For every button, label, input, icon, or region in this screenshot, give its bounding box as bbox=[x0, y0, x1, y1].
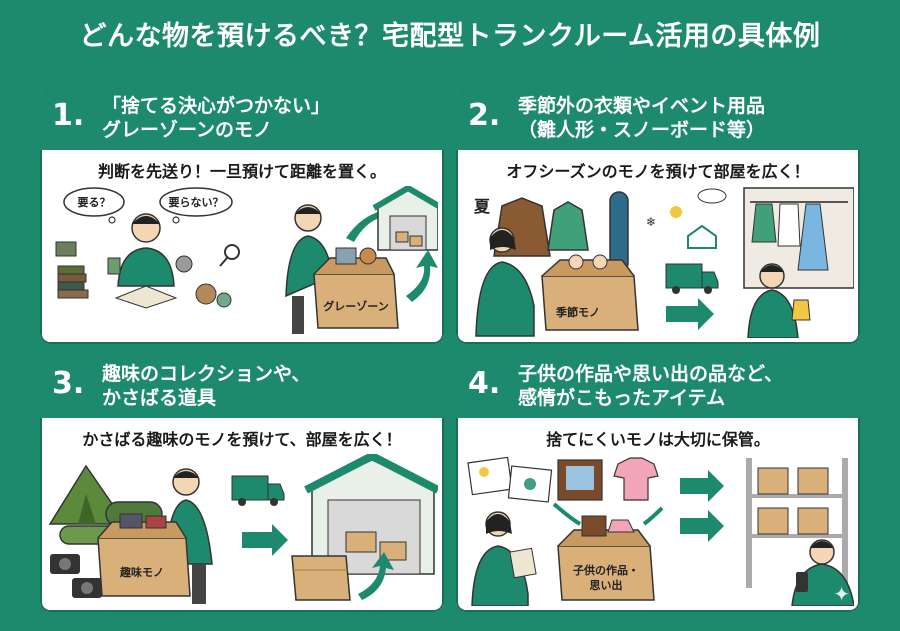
card-title-line2: （雛人形・スノーボード等） bbox=[518, 119, 766, 141]
arrow-up-icon bbox=[406, 250, 438, 302]
warehouse-icon bbox=[304, 454, 438, 575]
card-header: 4. 子供の作品や思い出の品など、 感情がこもったアイテム bbox=[456, 354, 860, 418]
card-header: 3. 趣味のコレクションや、 かさばる道具 bbox=[40, 354, 444, 418]
baby-clothes-icon bbox=[613, 457, 659, 501]
card-title-line1: 子供の作品や思い出の品など、 bbox=[518, 363, 784, 385]
hobby-box-label: 趣味モノ bbox=[119, 565, 164, 579]
card-title: 「捨てる決心がつかない」 グレーゾーンのモノ bbox=[102, 94, 434, 142]
seasonal-box-icon: 季節モノ bbox=[541, 254, 639, 331]
memories-illustration: 子供の作品・ 思い出 bbox=[467, 456, 854, 606]
woman-person-icon bbox=[475, 227, 535, 337]
gray-zone-illustration: 要る？ 要らない？ bbox=[55, 186, 438, 334]
card-title-line1: 趣味のコレクションや、 bbox=[102, 363, 311, 385]
arrow-into-box-icon-2 bbox=[642, 506, 664, 526]
gray-zone-box-label: グレーゾーン bbox=[323, 299, 388, 313]
card-title: 季節外の衣類やイベント用品 （雛人形・スノーボード等） bbox=[518, 94, 850, 142]
season-label: 夏 bbox=[473, 197, 491, 216]
card-title: 趣味のコレクションや、 かさばる道具 bbox=[102, 362, 434, 410]
card-number: 1. bbox=[52, 98, 85, 133]
delivery-truck-icon bbox=[665, 263, 719, 294]
delivery-truck-icon bbox=[231, 475, 285, 506]
page-title: どんな物を預けるべき？宅配型トランクルーム活用の具体例 bbox=[79, 21, 821, 52]
thinking-person-icon bbox=[107, 213, 193, 287]
card-hobby: 3. 趣味のコレクションや、 かさばる道具 かさばる趣味のモノを預けて、部屋を広… bbox=[40, 354, 444, 612]
arrow-right-icon bbox=[680, 470, 724, 502]
card-gray-zone: 1. 「捨てる決心がつかない」 グレーゾーンのモノ 判断を先送り！一旦預けて距離… bbox=[40, 86, 444, 344]
hobby-box-icon: 趣味モノ bbox=[97, 513, 191, 597]
arrow-up-icon bbox=[358, 552, 394, 600]
warehouse-icon bbox=[372, 186, 438, 251]
person-at-closet-icon bbox=[747, 263, 811, 338]
card-title-line1: 「捨てる決心がつかない」 bbox=[102, 95, 331, 117]
card-number: 3. bbox=[52, 366, 85, 401]
snowflake-icon: ❄ bbox=[646, 215, 656, 229]
card-subtitle: 捨てにくいモノは大切に保管。 bbox=[546, 430, 770, 449]
card-number: 4. bbox=[468, 366, 501, 401]
seasonal-illustration: 夏 ❄ 季節モノ bbox=[473, 187, 854, 338]
woman-person-icon bbox=[471, 511, 537, 606]
photo-album-icon bbox=[557, 459, 603, 501]
memory-box-label-line1: 子供の作品・ bbox=[573, 563, 639, 577]
arrow-right-icon-2 bbox=[680, 510, 724, 542]
bubble-right-text: 要らない？ bbox=[169, 196, 224, 209]
bubble-left: 要る？ bbox=[63, 187, 125, 224]
bubble-right: 要らない？ bbox=[159, 187, 233, 224]
card-number: 2. bbox=[468, 98, 501, 133]
clutter-books-icon bbox=[55, 241, 240, 309]
camera-icon bbox=[50, 554, 102, 598]
hobby-illustration: 趣味モノ bbox=[48, 454, 438, 604]
arrow-right-icon bbox=[666, 298, 714, 330]
card-title-line2: 感情がこもったアイテム bbox=[518, 387, 726, 409]
card-memories: 4. 子供の作品や思い出の品など、 感情がこもったアイテム 捨てにくいモノは大切… bbox=[456, 354, 860, 612]
card-subtitle: かさばる趣味のモノを預けて、部屋を広く！ bbox=[82, 430, 402, 449]
seasonal-box-label: 季節モノ bbox=[555, 305, 600, 319]
sparkle-icon: ✦ bbox=[833, 582, 850, 606]
arrow-into-box-icon bbox=[552, 502, 582, 526]
bubble-left-text: 要る？ bbox=[78, 196, 111, 209]
gray-zone-box-icon: グレーゾーン bbox=[313, 247, 399, 329]
child-drawings-icon bbox=[467, 456, 553, 503]
card-title-line2: かさばる道具 bbox=[102, 387, 217, 409]
weather-icons: ❄ bbox=[646, 188, 727, 249]
memory-box-icon: 子供の作品・ 思い出 bbox=[557, 515, 655, 601]
man-with-phone-icon bbox=[791, 539, 854, 606]
card-subtitle: オフシーズンのモノを預けて部屋を広く！ bbox=[506, 162, 810, 181]
card-title-line2: グレーゾーンのモノ bbox=[102, 119, 273, 141]
card-header: 2. 季節外の衣類やイベント用品 （雛人形・スノーボード等） bbox=[456, 86, 860, 150]
memory-box-label-line2: 思い出 bbox=[590, 578, 623, 592]
storage-shelf-icon bbox=[746, 458, 848, 588]
card-seasonal: 2. 季節外の衣類やイベント用品 （雛人形・スノーボード等） オフシーズンのモノ… bbox=[456, 86, 860, 344]
arrow-right-icon bbox=[242, 524, 288, 556]
card-title: 子供の作品や思い出の品など、 感情がこもったアイテム bbox=[518, 362, 850, 410]
card-subtitle: 判断を先送り！一旦預けて距離を置く。 bbox=[97, 162, 386, 181]
card-header: 1. 「捨てる決心がつかない」 グレーゾーンのモノ bbox=[40, 86, 444, 150]
card-title-line1: 季節外の衣類やイベント用品 bbox=[518, 95, 766, 117]
cardboard-box-icon bbox=[291, 555, 351, 601]
